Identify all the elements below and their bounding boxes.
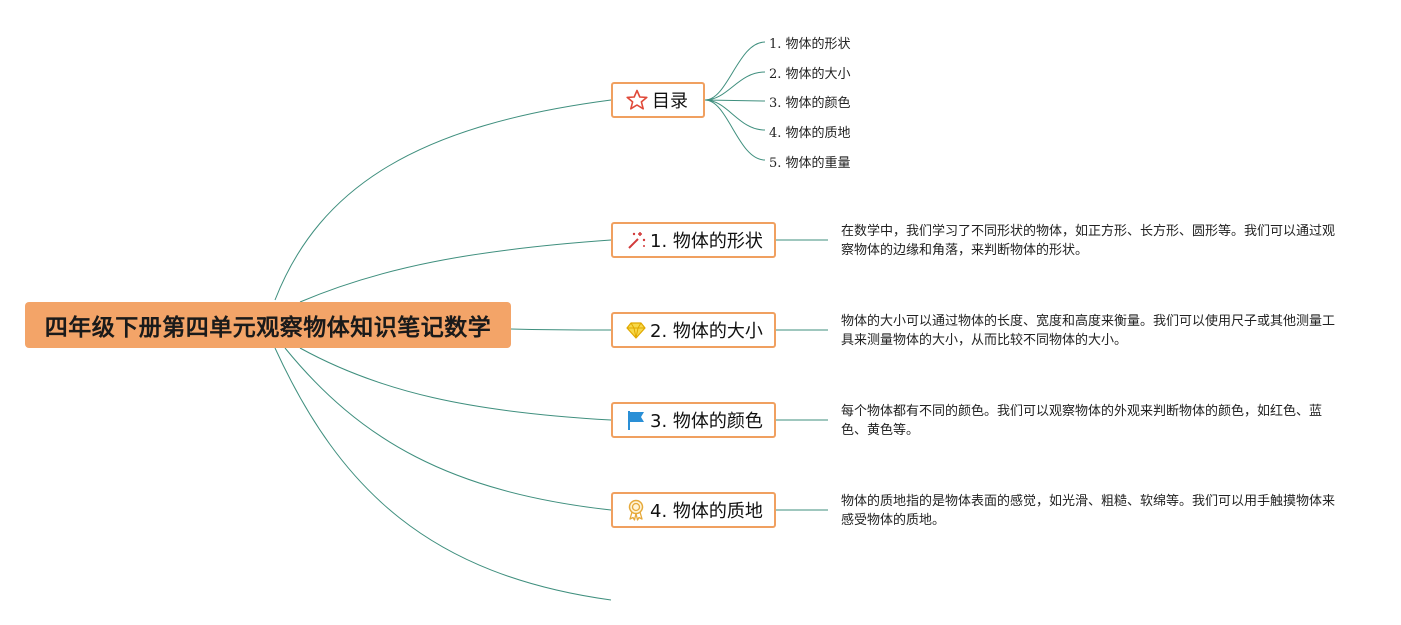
- toc-item-2[interactable]: 2. 物体的大小: [769, 67, 851, 82]
- toc-item-5[interactable]: 5. 物体的重量: [769, 156, 851, 171]
- connector-toc-sub-4: [704, 99, 766, 131]
- connector-root-topic-3: [299, 347, 612, 421]
- toc-item-3[interactable]: 3. 物体的颜色: [769, 96, 851, 111]
- star-icon: [625, 88, 649, 112]
- topic-toc[interactable]: 目录: [611, 82, 705, 118]
- topic-size[interactable]: 2. 物体的大小: [611, 312, 776, 348]
- topic-shape-description: 在数学中，我们学习了不同形状的物体，如正方形、长方形、圆形等。我们可以通过观察物…: [841, 224, 1336, 258]
- flag-icon: [625, 408, 647, 432]
- topic-shape[interactable]: 1. 物体的形状: [611, 222, 776, 258]
- topic-texture-description: 物体的质地指的是物体表面的感觉，如光滑、粗糙、软绵等。我们可以用手触摸物体来感受…: [841, 494, 1336, 528]
- connector-root-topic-5: [274, 347, 612, 601]
- central-topic[interactable]: 四年级下册第四单元观察物体知识笔记数学: [25, 302, 511, 348]
- connector-toc-sub-5: [704, 99, 766, 161]
- magic-wand-icon: [625, 228, 647, 252]
- connector-toc-sub-3: [704, 99, 766, 102]
- award-ribbon-icon: [625, 498, 647, 522]
- topic-color[interactable]: 3. 物体的颜色: [611, 402, 776, 438]
- connector-root-topic-2: [510, 328, 612, 331]
- connector-toc-sub-2: [704, 71, 766, 101]
- toc-item-4[interactable]: 4. 物体的质地: [769, 126, 851, 141]
- toc-item-1[interactable]: 1. 物体的形状: [769, 37, 851, 52]
- topic-color-description: 每个物体都有不同的颜色。我们可以观察物体的外观来判断物体的颜色，如红色、蓝色、黄…: [841, 404, 1323, 438]
- topic-color-label: 3. 物体的颜色: [650, 411, 763, 432]
- diamond-icon: [625, 318, 647, 342]
- topic-toc-label: 目录: [652, 91, 688, 112]
- connector-toc-sub-1: [704, 41, 766, 101]
- topic-texture[interactable]: 4. 物体的质地: [611, 492, 776, 528]
- topic-size-label: 2. 物体的大小: [650, 321, 763, 342]
- connector-root-toc: [274, 99, 612, 301]
- connector-root-topic-4: [284, 347, 612, 511]
- topic-shape-label: 1. 物体的形状: [650, 231, 763, 252]
- topic-size-description: 物体的大小可以通过物体的长度、宽度和高度来衡量。我们可以使用尺子或其他测量工具来…: [841, 314, 1336, 348]
- topic-texture-label: 4. 物体的质地: [650, 501, 763, 522]
- connector-root-topic-1: [299, 239, 612, 303]
